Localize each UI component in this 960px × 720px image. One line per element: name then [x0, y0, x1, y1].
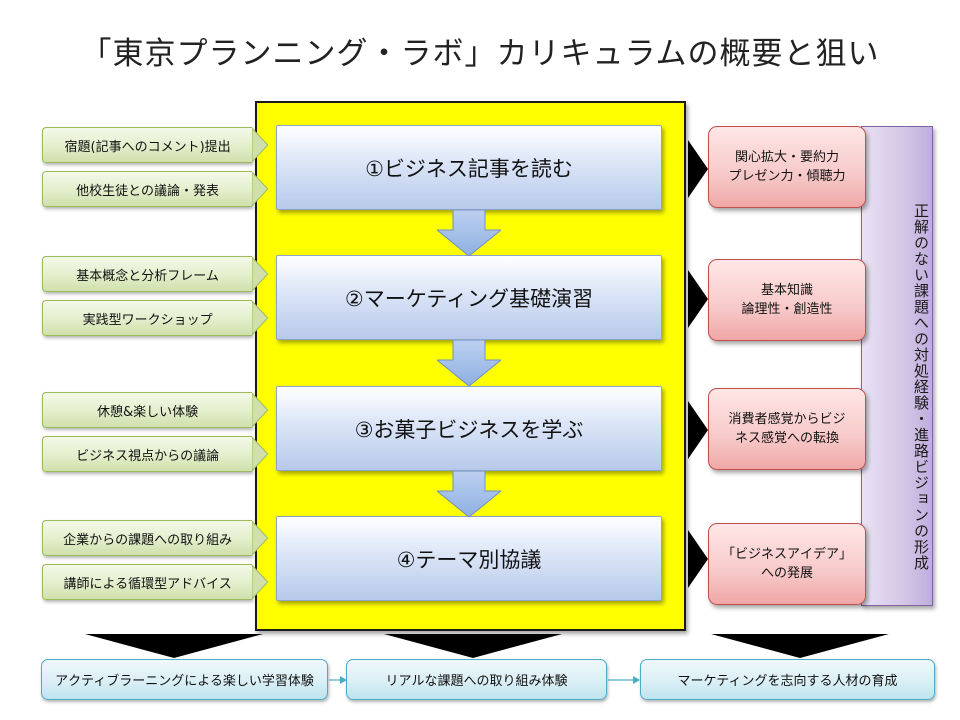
tag-point-icon [252, 436, 268, 472]
connector-arrow-icon [608, 676, 640, 684]
step-3-label: ③お菓子ビジネスを学ぶ [354, 417, 584, 442]
result-box: マーケティングを志向する人材の育成 [640, 659, 935, 700]
outcome-line: プレゼン力・傾聴力 [728, 169, 846, 184]
chevron-down-icon [384, 634, 562, 658]
arrow-right-icon [688, 401, 708, 459]
arrow-down-icon [437, 340, 501, 386]
left-tag: 休憩&楽しい体験 [42, 392, 268, 428]
left-tag: ビジネス視点からの議論 [42, 436, 268, 472]
result-label: アクティブラーニングによる楽しい学習体験 [55, 674, 314, 689]
step-3-box: ③お菓子ビジネスを学ぶ [276, 386, 662, 471]
result-box: リアルな課題への取り組み体験 [346, 659, 607, 700]
result-label: リアルな課題への取り組み体験 [385, 674, 568, 689]
outcome-box: 基本知識論理性・創造性 [708, 259, 866, 341]
arrow-right-icon [688, 140, 708, 198]
step-4-box: ④テーマ別協議 [276, 516, 662, 601]
side-panel-label: 正解のない課題への対処経験・進路ビジョンの形成 [912, 203, 930, 571]
left-tag: 企業からの課題への取り組み [42, 520, 268, 556]
result-box: アクティブラーニングによる楽しい学習体験 [41, 659, 328, 700]
outcome-box: 関心拡大・要約力プレゼン力・傾聴力 [708, 126, 866, 208]
chevron-down-icon [85, 634, 263, 658]
page-title: 「東京プランニング・ラボ」カリキュラムの概要と狙い [80, 36, 880, 72]
step-2-label: ②マーケティング基礎演習 [344, 286, 594, 311]
step-2-box: ②マーケティング基礎演習 [276, 255, 662, 340]
tag-point-icon [252, 171, 268, 207]
outcome-line: 基本知識 [760, 283, 813, 298]
arrow-down-icon [437, 210, 501, 256]
tag-point-icon [252, 564, 268, 600]
outcome-line: 「ビジネスアイデア」 [721, 547, 852, 562]
chevron-down-icon [711, 634, 889, 658]
tag-point-icon [252, 520, 268, 556]
result-label: マーケティングを志向する人材の育成 [677, 674, 898, 689]
left-tag: 講師による循環型アドバイス [42, 564, 268, 600]
left-tag: 実践型ワークショップ [42, 300, 268, 336]
step-1-label: ①ビジネス記事を読む [365, 156, 573, 181]
connector-arrow-icon [329, 676, 347, 684]
arrow-right-icon [688, 530, 708, 588]
outcome-line: 論理性・創造性 [741, 302, 833, 317]
step-4-label: ④テーマ別協議 [396, 547, 542, 572]
tag-point-icon [252, 256, 268, 292]
tag-point-icon [252, 127, 268, 163]
side-panel: 正解のない課題への対処経験・進路ビジョンの形成 [861, 126, 933, 606]
outcome-line: 関心拡大・要約力 [734, 150, 839, 165]
left-tag: 宿題(記事へのコメント)提出 [42, 127, 268, 163]
arrow-right-icon [688, 270, 708, 328]
left-tag: 基本概念と分析フレーム [42, 256, 268, 292]
outcome-line: ネス感覚への転換 [734, 431, 839, 446]
step-1-box: ①ビジネス記事を読む [276, 125, 662, 210]
left-tag: 他校生徒との議論・発表 [42, 171, 268, 207]
arrow-down-icon [437, 471, 501, 517]
tag-point-icon [252, 300, 268, 336]
outcome-line: への発展 [760, 566, 813, 581]
outcome-line: 消費者感覚からビジ [728, 412, 846, 427]
outcome-box: 消費者感覚からビジネス感覚への転換 [708, 388, 866, 470]
outcome-box: 「ビジネスアイデア」への発展 [708, 523, 866, 605]
tag-point-icon [252, 392, 268, 428]
